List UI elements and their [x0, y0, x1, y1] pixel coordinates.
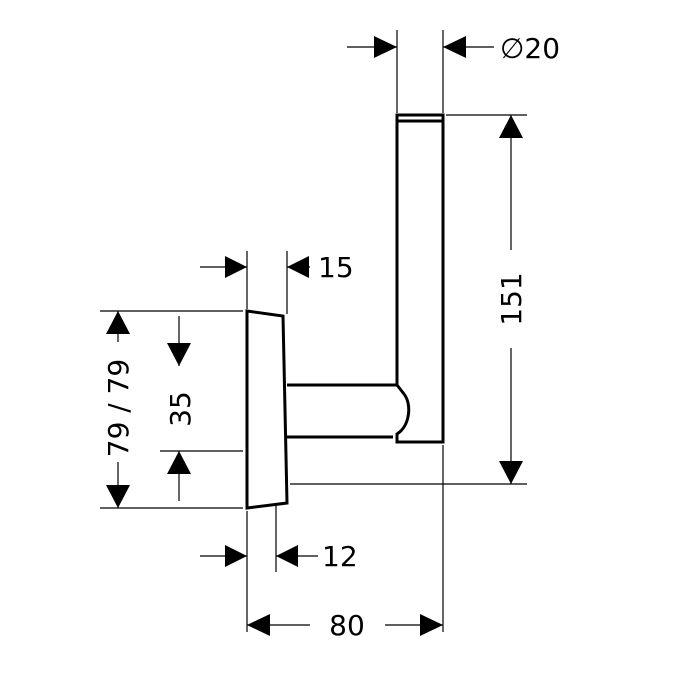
- dimension-label-plate-depth: 15: [318, 251, 354, 284]
- dimension-label-plate-thickness: 12: [322, 540, 358, 573]
- dimension-plate-thickness: 12: [200, 540, 358, 573]
- dimension-label-rod-diameter: ∅20: [500, 32, 560, 65]
- dimension-plate-height: 79 / 79: [102, 311, 135, 508]
- dimension-total-depth: 80: [247, 609, 443, 642]
- dimension-label-mount-spacing: 35: [164, 391, 197, 427]
- dimension-label-plate-height: 79 / 79: [102, 359, 135, 458]
- wall-plate: [245, 309, 289, 510]
- dimension-plate-depth: 15: [200, 251, 354, 284]
- dimension-label-rod-height: 151: [495, 272, 528, 325]
- extension-lines: [100, 30, 527, 632]
- dimension-rod-height: 151: [495, 115, 528, 484]
- dimension-label-total-depth: 80: [329, 609, 365, 642]
- holder-arm: [287, 383, 397, 439]
- product-outline: [245, 113, 445, 510]
- holder-rod: [395, 113, 445, 444]
- dimension-rod-diameter: ∅20: [347, 32, 560, 65]
- dimension-mount-spacing: 35: [164, 316, 197, 501]
